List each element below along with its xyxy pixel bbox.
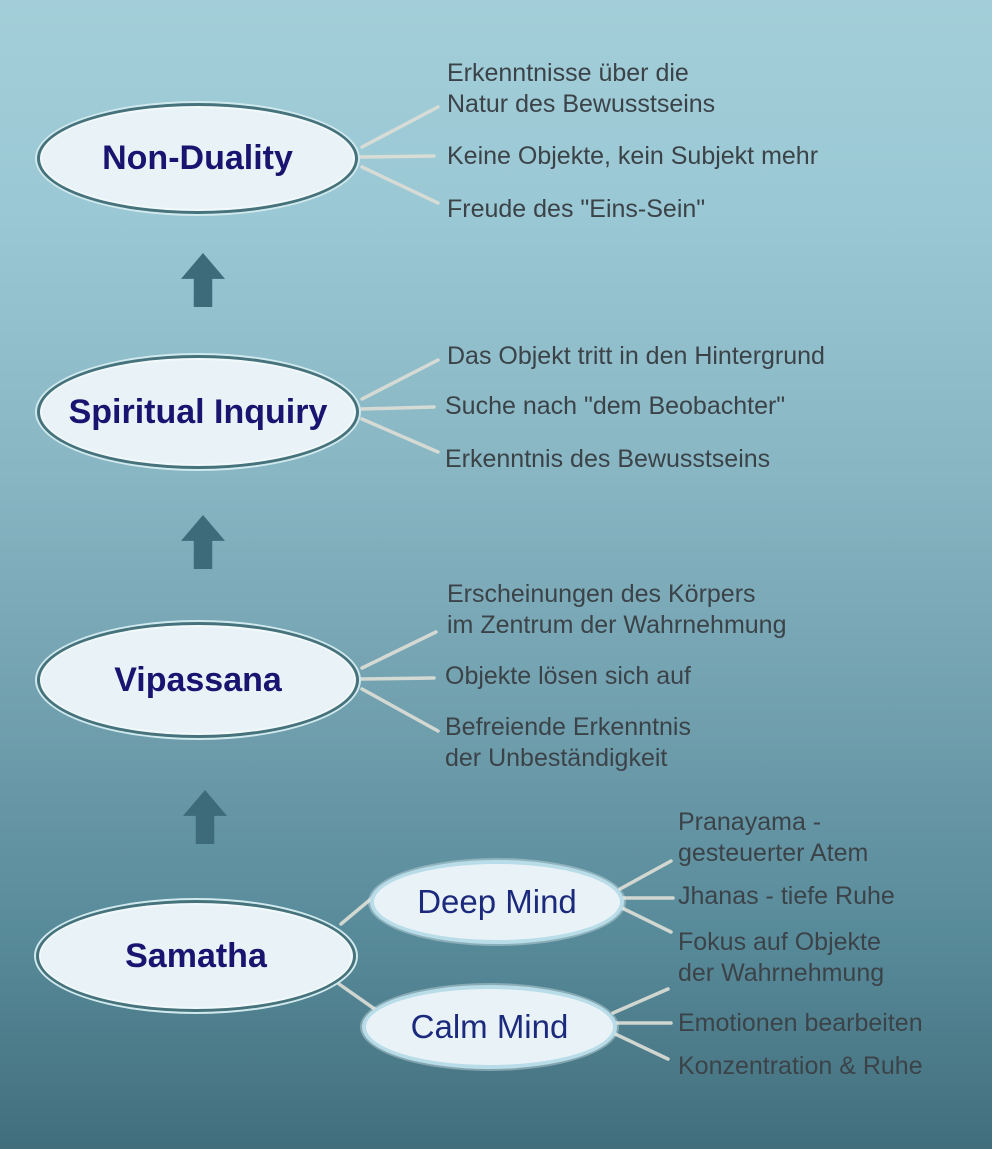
node-calm-mind: Calm Mind [362, 985, 617, 1069]
annotation-line: Freude des "Eins-Sein" [447, 195, 706, 223]
node-samatha-label: Samatha [125, 936, 267, 975]
annotation-line: Suche nach "dem Beobachter" [445, 392, 786, 420]
annotation-deep-mind-3: Fokus auf Objekte der Wahrnehmung [678, 927, 884, 989]
node-deep-mind-label: Deep Mind [417, 883, 577, 920]
node-calm-mind-label: Calm Mind [410, 1008, 569, 1045]
annotation-line: gesteuerter Atem [678, 839, 869, 867]
annotation-line: Erkenntnis des Bewusstseins [445, 445, 771, 473]
annotation-line: Pranayama - [678, 808, 822, 836]
node-deep-mind: Deep Mind [370, 860, 624, 944]
annotation-spiritual-3: Erkenntnis des Bewusstseins [445, 444, 770, 475]
annotation-vipassana-2: Objekte lösen sich auf [445, 661, 691, 692]
annotation-line: der Unbeständigkeit [445, 744, 668, 772]
node-samatha: Samatha [36, 900, 356, 1012]
annotation-line: Emotionen bearbeiten [678, 1009, 923, 1037]
annotation-line: Erscheinungen des Körpers [447, 580, 756, 608]
annotation-line: Konzentration & Ruhe [678, 1052, 923, 1080]
annotation-vipassana-3: Befreiende Erkenntnis der Unbeständigkei… [445, 712, 691, 774]
annotation-non-duality-1: Erkenntnisse über die Natur des Bewussts… [447, 58, 715, 120]
node-vipassana: Vipassana [37, 622, 359, 738]
annotation-line: Erkenntnisse über die [447, 59, 689, 87]
annotation-line: Befreiende Erkenntnis [445, 713, 691, 741]
node-non-duality-label: Non-Duality [102, 139, 293, 177]
annotation-line: Das Objekt tritt in den Hintergrund [447, 342, 825, 370]
annotation-line: Natur des Bewusstseins [447, 90, 716, 118]
annotation-line: Fokus auf Objekte [678, 928, 881, 956]
annotation-calm-mind-1: Emotionen bearbeiten [678, 1008, 923, 1039]
annotation-vipassana-1: Erscheinungen des Körpers im Zentrum der… [447, 579, 786, 641]
annotation-non-duality-3: Freude des "Eins-Sein" [447, 194, 705, 225]
node-vipassana-label: Vipassana [114, 660, 282, 699]
node-spiritual-inquiry: Spiritual Inquiry [37, 355, 359, 469]
annotation-calm-mind-2: Konzentration & Ruhe [678, 1051, 923, 1082]
annotation-line: im Zentrum der Wahrnehmung [447, 611, 787, 639]
annotation-spiritual-1: Das Objekt tritt in den Hintergrund [447, 341, 825, 372]
annotation-line: der Wahrnehmung [678, 959, 885, 987]
node-non-duality: Non-Duality [37, 103, 358, 214]
annotation-line: Keine Objekte, kein Subjekt mehr [447, 142, 819, 170]
annotation-deep-mind-1: Pranayama - gesteuerter Atem [678, 807, 868, 869]
annotation-line: Objekte lösen sich auf [445, 662, 691, 690]
annotation-spiritual-2: Suche nach "dem Beobachter" [445, 391, 785, 422]
annotation-non-duality-2: Keine Objekte, kein Subjekt mehr [447, 141, 818, 172]
node-spiritual-inquiry-label: Spiritual Inquiry [68, 392, 328, 431]
annotation-deep-mind-2: Jhanas - tiefe Ruhe [678, 881, 895, 912]
annotation-line: Jhanas - tiefe Ruhe [678, 882, 895, 910]
